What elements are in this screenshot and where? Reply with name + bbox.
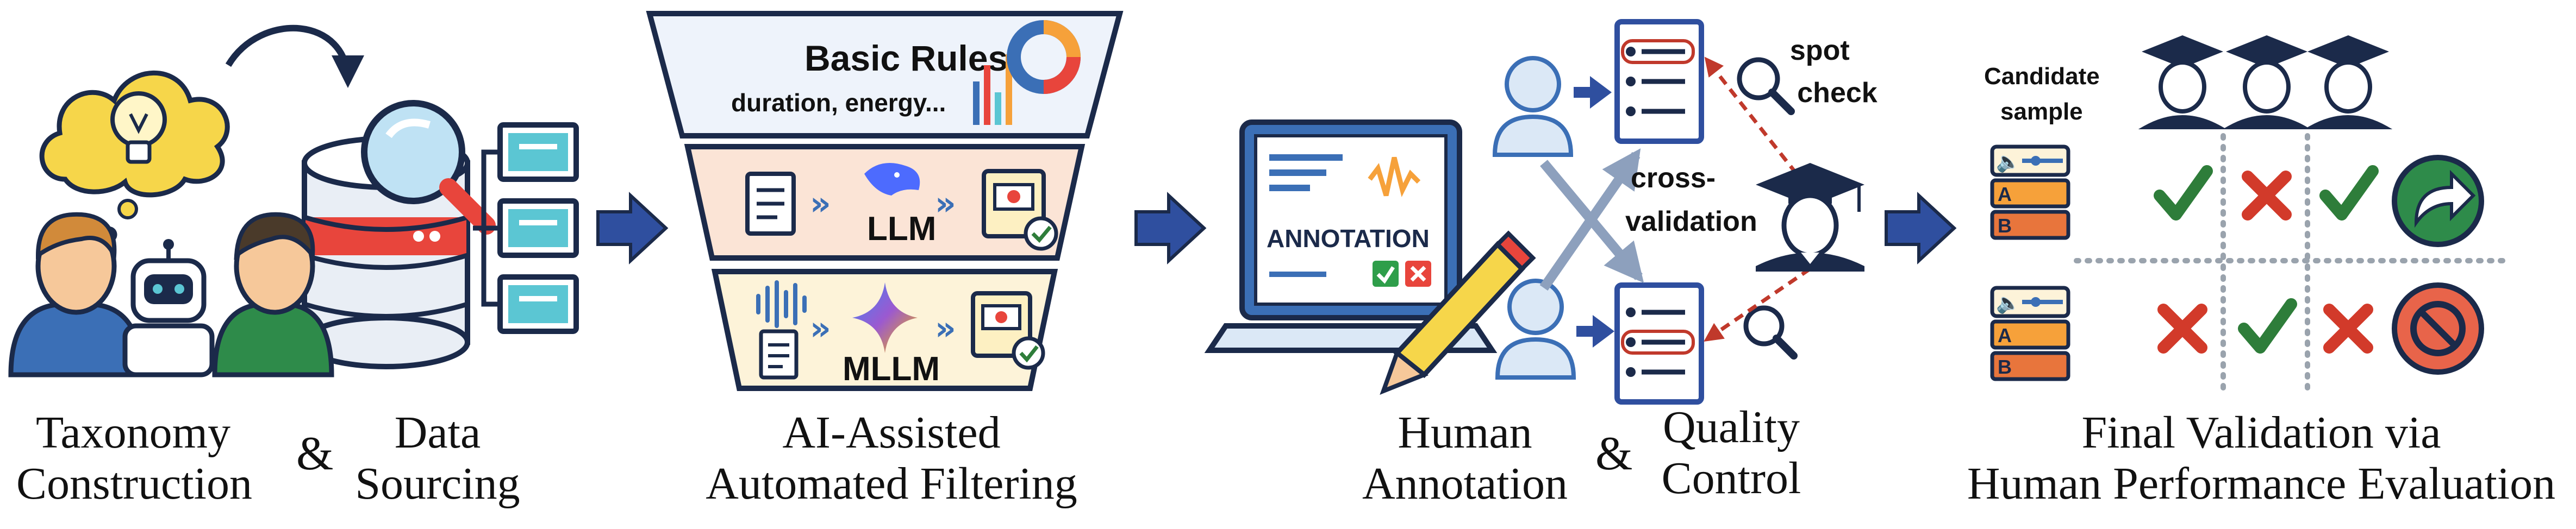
human-icon — [8, 212, 144, 377]
evaluator-icon — [2222, 35, 2311, 129]
accept-arrow-icon — [2392, 155, 2484, 247]
caption-final-line-2: Human Performance Evaluation — [1967, 458, 2556, 509]
caption-filtering-line-2: Automated Filtering — [706, 458, 1077, 509]
caption-taxonomy-line-1: Taxonomy — [35, 407, 231, 458]
caption-final-line-1: Final Validation via — [2081, 407, 2441, 458]
small-arrow-icon — [1576, 315, 1614, 348]
spot-check-arrow — [1704, 56, 1798, 175]
caption-quality-control: Quality Control — [1642, 402, 1821, 504]
basic-rules-subtitle: duration, energy... — [731, 89, 946, 117]
flow-arrow-3 — [1885, 192, 1957, 264]
caption-data-line-1: Data — [394, 407, 481, 458]
cross-mark-icon — [2323, 304, 2373, 354]
pencil-icon — [1380, 230, 1536, 395]
annotator-icon — [1495, 279, 1576, 380]
caption-human-line-1: Human — [1398, 407, 1532, 458]
chevrons-icon: » — [810, 310, 831, 348]
basic-rules-title: Basic Rules — [804, 38, 1008, 78]
caption-quality-line-1: Quality — [1663, 402, 1800, 452]
checklist-icon — [1614, 282, 1704, 405]
cross-validation-line-2: validation — [1625, 206, 1757, 237]
candidate-line-1: Candidate — [1984, 63, 2100, 90]
caption-filtering-line-1: AI-Assisted — [782, 407, 1001, 458]
mllm-label: MLLM — [843, 350, 940, 388]
annotation-screen-label: ANNOTATION — [1267, 224, 1430, 253]
expert-icon — [1756, 163, 1864, 272]
cross-mark-icon — [2242, 171, 2292, 221]
cross-mark-icon — [2157, 304, 2207, 354]
magnifier-icon — [361, 100, 496, 235]
gemini-star-icon — [852, 282, 918, 353]
whale-logo-icon — [864, 163, 920, 196]
checklist-icon — [1614, 19, 1704, 144]
sample-card: 🔈 A B — [1990, 286, 2070, 381]
reject-icon — [2392, 282, 2484, 375]
option-a-letter: A — [1998, 183, 2012, 205]
magnifier-icon — [1737, 57, 1795, 115]
ampersand-1: & — [296, 427, 334, 480]
caption-data-sourcing: Data Sourcing — [348, 407, 527, 509]
bar-chart-icon — [973, 54, 1012, 125]
spot-check-line-1: spot — [1790, 35, 1850, 66]
check-mark-icon — [2319, 165, 2379, 221]
llm-label: LLM — [867, 210, 936, 248]
candidate-line-2: sample — [2000, 98, 2083, 125]
server-list-icon — [473, 122, 579, 334]
cross-arrow — [1539, 148, 1641, 291]
cross-validation-label: cross- validation — [1625, 162, 1757, 237]
laptop-icon: ANNOTATION — [1204, 119, 1498, 353]
spot-check-line-2: check — [1797, 77, 1878, 109]
small-arrow-icon — [1574, 76, 1612, 109]
donut-chart-icon — [1007, 20, 1081, 94]
caption-quality-line-2: Control — [1661, 453, 1801, 504]
caption-final-validation: Final Validation via Human Performance E… — [1951, 407, 2571, 509]
caption-human-line-2: Annotation — [1362, 458, 1568, 509]
magnifier-icon — [1743, 305, 1798, 360]
check-mark-icon — [2238, 298, 2297, 354]
stage-filtering: Basic Rules duration, energy... » LLM » — [646, 11, 1124, 391]
candidate-sample-label: Candidate sample — [1984, 63, 2106, 125]
result-marks — [2154, 165, 2379, 354]
approved-card-icon — [982, 169, 1058, 251]
human-icon — [212, 212, 334, 377]
spot-check-arrow — [1704, 267, 1811, 342]
chevrons-icon: » — [935, 185, 956, 223]
caption-data-line-2: Sourcing — [355, 458, 520, 509]
curved-arrow-icon — [225, 24, 364, 88]
caption-human-annotation: Human Annotation — [1343, 407, 1587, 509]
stage-annotation: ANNOTATION — [1204, 19, 1878, 405]
funnel-tier-basic-rules — [646, 11, 1124, 138]
chevrons-icon: » — [935, 310, 956, 348]
document-icon — [745, 172, 796, 236]
document-icon — [759, 329, 799, 380]
check-mark-icon — [2154, 165, 2213, 221]
approved-card-icon — [971, 291, 1045, 370]
flow-arrow-1 — [596, 192, 669, 264]
speaker-icon: 🔈 — [1996, 292, 2020, 314]
flow-arrow-2 — [1134, 192, 1207, 264]
robot-icon — [122, 239, 215, 377]
waveform-icon — [756, 280, 807, 328]
sample-card: 🔈 A B — [1990, 144, 2070, 240]
cross-validation-line-1: cross- — [1631, 162, 1716, 194]
spot-check-label: spot check — [1790, 35, 1878, 109]
evaluator-icon — [2304, 35, 2393, 129]
option-b-letter: B — [1998, 215, 2012, 237]
caption-taxonomy-line-2: Construction — [16, 458, 252, 509]
caption-filtering: AI-Assisted Automated Filtering — [690, 407, 1093, 509]
stage-validation: Candidate sample 🔈 — [1984, 35, 2514, 399]
chevrons-icon: » — [810, 185, 831, 223]
option-b-letter: B — [1998, 356, 2012, 378]
speaker-icon: 🔈 — [1996, 151, 2020, 173]
evaluator-icon — [2138, 35, 2227, 129]
caption-taxonomy: Taxonomy Construction — [16, 407, 252, 509]
option-a-letter: A — [1998, 324, 2012, 347]
stage-taxonomy — [8, 24, 579, 377]
ampersand-2: & — [1595, 427, 1633, 480]
annotator-icon — [1492, 56, 1574, 157]
